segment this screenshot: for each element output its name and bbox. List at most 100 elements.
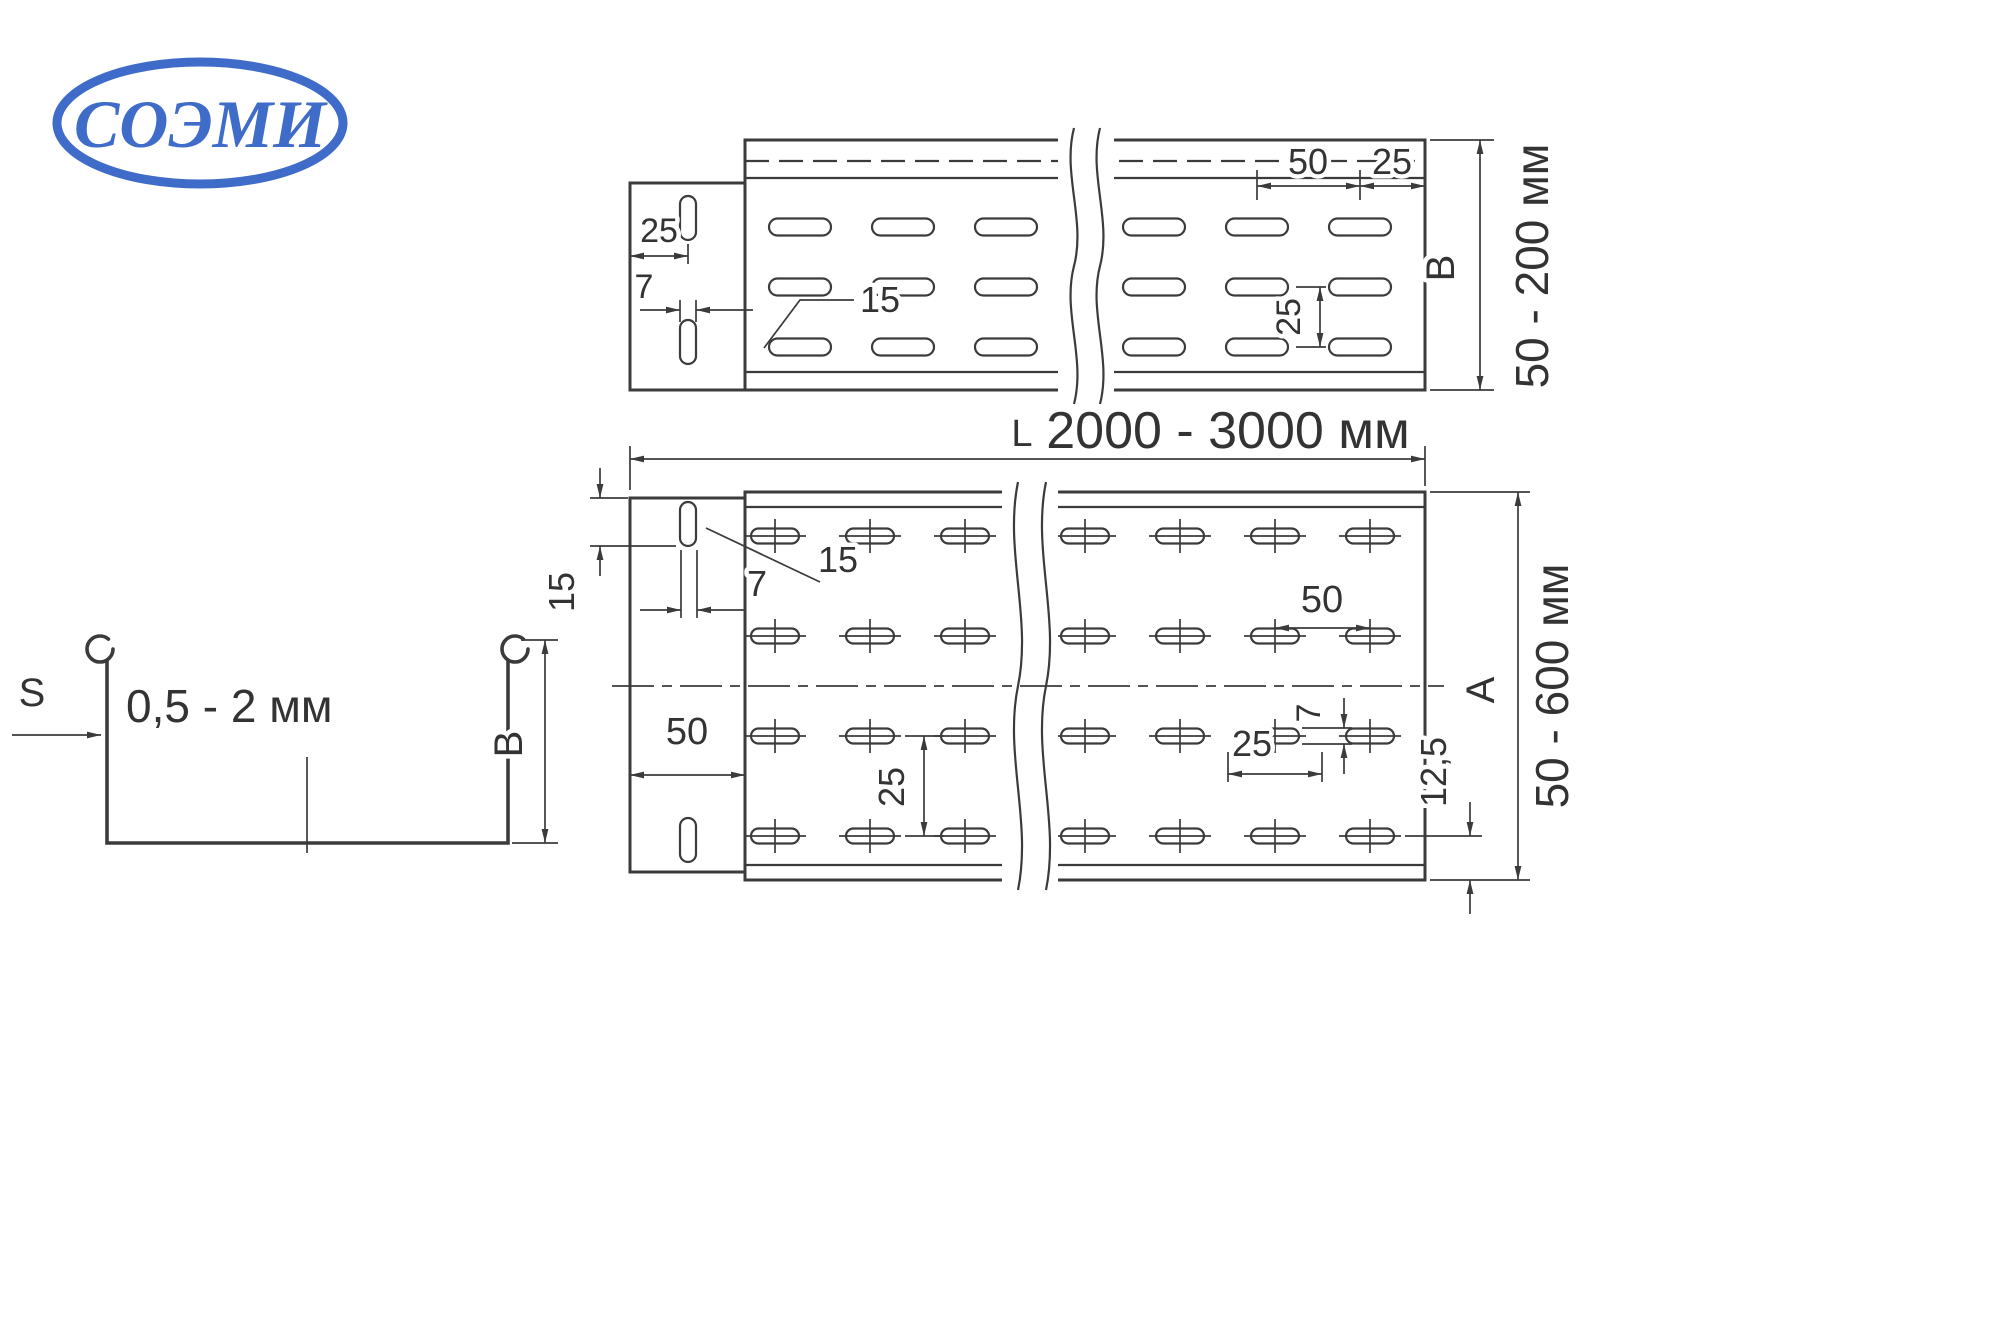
slot (973, 337, 1039, 357)
slot (837, 817, 903, 855)
plan-slot-pitch-label: 50 (1301, 579, 1343, 621)
tab-offset-label: 25 (640, 212, 678, 250)
break-mask (1058, 126, 1114, 408)
plan-row-pitch-label: 25 (871, 767, 912, 807)
right-curl (500, 634, 530, 664)
slot (767, 217, 833, 237)
dim-thickness: S 0,5 - 2 мм (12, 667, 337, 739)
row-pitch-label: 25 (1270, 298, 1308, 336)
slot (1121, 337, 1187, 357)
slot (767, 337, 833, 357)
dim-side-height: B (1415, 139, 1494, 391)
slot-length-label: 15 (860, 279, 900, 320)
slot (742, 817, 808, 855)
slot (1337, 717, 1403, 755)
dim-plan-width: A (1430, 491, 1530, 881)
tray-body-plan (743, 490, 1427, 882)
plan-width-range-label: 50 - 600 мм (1526, 564, 1578, 809)
slot (1242, 617, 1308, 655)
dim-end-offset: 15 (537, 468, 676, 617)
side-pitch-label: 50 (1288, 141, 1328, 182)
slot (1052, 517, 1118, 555)
end-offset-label: 15 (541, 572, 582, 612)
dim-tab-offset: 25 (630, 208, 689, 264)
dim-tab-slot: 7 15 (640, 527, 863, 618)
plan-slot-offset-label: 25 (1232, 723, 1272, 764)
plan-width-label: A (1459, 676, 1503, 703)
tab-slot (678, 318, 698, 366)
section-view: S 0,5 - 2 мм B (12, 634, 558, 853)
slot (1224, 277, 1290, 297)
slot (1337, 617, 1403, 655)
dim-plan-slot-pitch: 50 (1275, 575, 1370, 632)
thickness-range-label: 0,5 - 2 мм (126, 680, 332, 732)
dim-side-pitch: 50 25 (1256, 137, 1425, 200)
section-height-label: B (487, 731, 531, 758)
dim-tab-width: 50 (630, 707, 745, 779)
logo: СОЭМИ (52, 57, 348, 189)
slot (837, 617, 903, 655)
slot (1242, 817, 1308, 855)
tab-slot-width-label: 7 (635, 268, 654, 306)
thickness-symbol: S (19, 671, 46, 715)
dim-row-pitch: 25 (1266, 286, 1326, 348)
side-height-label: B (1419, 255, 1463, 282)
slot (870, 217, 936, 237)
slot (837, 717, 903, 755)
slot (1121, 217, 1187, 237)
slot (1147, 817, 1213, 855)
tab-slot (678, 816, 698, 864)
slot (1224, 337, 1290, 357)
tab-slot-length-label: 15 (818, 539, 858, 580)
length-symbol: L (1011, 413, 1032, 455)
leader-slot-length: 15 (763, 275, 905, 349)
tab-slot (678, 194, 698, 242)
left-curl (85, 634, 115, 664)
tab-width-label: 50 (666, 711, 708, 753)
slot (973, 217, 1039, 237)
slot (1052, 617, 1118, 655)
plan-slot-width-label: 7 (1290, 704, 1328, 723)
dim-length: L 2000 - 3000 мм (629, 398, 1426, 490)
break-line (1012, 481, 1024, 891)
end-tab (628, 181, 747, 392)
slot (1242, 517, 1308, 555)
slot (1337, 517, 1403, 555)
slot (932, 617, 998, 655)
slot (870, 337, 936, 357)
dim-edge-offset: 12,5 (1405, 732, 1482, 914)
slot (1224, 217, 1290, 237)
logo-ellipse (52, 57, 348, 189)
slot (767, 277, 833, 297)
tab-slot-width-label: 7 (747, 563, 767, 604)
dim-plan-row-pitch: 25 (867, 735, 944, 837)
dim-tab-slot-width: 7 (630, 264, 753, 322)
break-line (1069, 127, 1079, 405)
tab-slot (678, 500, 698, 548)
logo-text: СОЭМИ (74, 86, 328, 162)
length-range-label: 2000 - 3000 мм (1046, 402, 1410, 460)
slot (1337, 817, 1403, 855)
break-line (1095, 127, 1105, 405)
dim-section-height: B (483, 639, 558, 844)
slot (1327, 337, 1393, 357)
slot (742, 517, 808, 555)
slot (1147, 717, 1213, 755)
edge-offset-label: 12,5 (1413, 737, 1454, 807)
slot (1147, 517, 1213, 555)
slot (932, 517, 998, 555)
end-tab-plan (628, 496, 747, 874)
side-view: 50 25 25 7 15 25 B (628, 126, 1563, 408)
slot (1052, 717, 1118, 755)
side-height-range-label: 50 - 200 мм (1506, 144, 1558, 389)
slot (742, 617, 808, 655)
plan-view: L 2000 - 3000 мм 15 7 15 50 2 (537, 398, 1583, 914)
slot (1147, 617, 1213, 655)
slot (1052, 817, 1118, 855)
dim-plan-slot-offset: 25 (1227, 719, 1323, 782)
slot (1121, 277, 1187, 297)
slot (1327, 277, 1393, 297)
slot (973, 277, 1039, 297)
